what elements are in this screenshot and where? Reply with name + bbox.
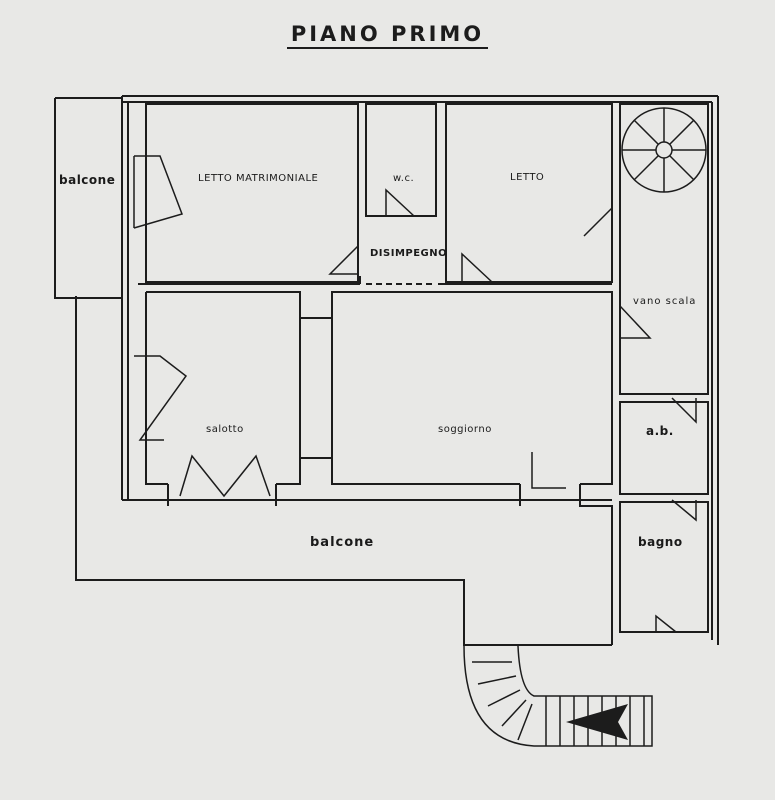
living-wall — [138, 276, 613, 485]
vano-scala-room — [619, 103, 709, 395]
balcony-left-outline — [54, 97, 122, 299]
window-salotto-south — [179, 454, 271, 498]
bagno-room — [619, 501, 709, 633]
door-letto-left — [461, 252, 493, 283]
door-bagno — [671, 499, 697, 522]
ab-room — [619, 401, 709, 495]
label-bagno: bagno — [638, 535, 683, 549]
window-salotto-west — [134, 355, 188, 441]
label-disimpegno: DISIMPEGNO — [370, 248, 448, 259]
letto-room — [445, 103, 613, 283]
outer-wall-west — [121, 96, 129, 500]
label-letto-matrimoniale: LETTO MATRIMONIALE — [198, 173, 319, 184]
living-inner-wall — [276, 318, 520, 485]
label-salotto: salotto — [206, 424, 244, 435]
door-vano-scala — [619, 305, 652, 339]
outer-wall-north — [122, 95, 718, 103]
living-south-wall — [122, 484, 613, 645]
door-ab — [671, 397, 697, 424]
door-letto-right — [583, 206, 613, 237]
exterior-stair — [463, 645, 653, 747]
plan-title-text: PIANO PRIMO — [286, 22, 489, 49]
door-bagno-south — [655, 614, 677, 633]
label-vano-scala: vano scala — [633, 296, 697, 307]
label-soggiorno: soggiorno — [438, 424, 492, 435]
label-ab: a.b. — [646, 424, 674, 438]
stair-arrow-icon — [566, 704, 628, 740]
outer-wall-east — [711, 96, 719, 645]
label-letto: LETTO — [510, 172, 545, 183]
door-soggiorno — [531, 452, 566, 489]
door-letto-matrimoniale — [328, 244, 359, 275]
label-balcone-left: balcone — [59, 173, 116, 187]
label-wc: w.c. — [393, 173, 415, 184]
door-wc — [385, 188, 415, 217]
balcony-outline — [75, 296, 612, 646]
letto-matrimoniale-room — [145, 103, 359, 283]
spiral-stair — [621, 107, 707, 193]
wc-room — [365, 103, 437, 217]
label-balcone-main: balcone — [310, 535, 375, 550]
window-balcone-left — [133, 155, 183, 229]
plan-title: PIANO PRIMO — [0, 22, 775, 49]
